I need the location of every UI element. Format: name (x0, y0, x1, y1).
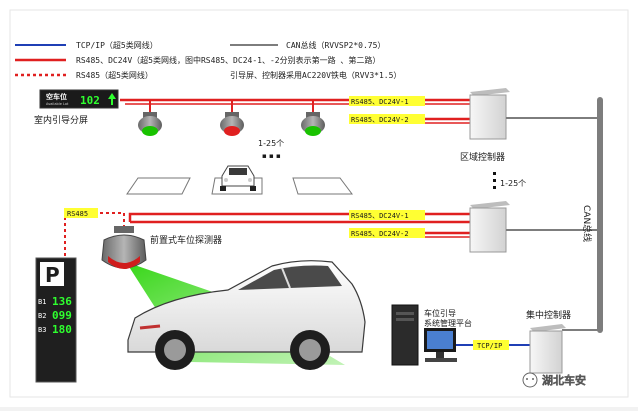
zone-controller-range: 1-25个 (500, 179, 526, 188)
indoor-screen-label: 空车位 (46, 92, 67, 101)
zone-controller-upper (469, 88, 510, 140)
indoor-screen-count: 102 (80, 94, 100, 107)
indoor-guide-screen: 空车位 Available Lot 102 室内引导分屏 (34, 89, 119, 126)
label-upper-2: RS485、DC24V-2 (351, 116, 409, 124)
outdoor-row-2-code: B2 (38, 312, 46, 320)
front-detector (101, 226, 147, 269)
wechat-icon (522, 372, 538, 388)
watermark-brand: 湖北车安 (542, 373, 586, 387)
sensor-ellipsis: ▪ ▪ ▪ (262, 152, 281, 160)
indoor-screen-body (39, 89, 119, 109)
parking-slots (126, 165, 353, 195)
front-detector-label: 前置式车位探测器 (150, 234, 222, 246)
legend-rs485-text: RS485（超5类网线） (76, 70, 153, 80)
label-lower-1: RS485、DC24V-1 (351, 212, 409, 220)
zone-controller-label: 区域控制器 (460, 151, 505, 163)
parked-car-icon (220, 165, 256, 191)
legend-tcp-text: TCP/IP（超5类网线） (76, 40, 158, 50)
bus-labels: RS485、DC24V-1 RS485、DC24V-2 RS485、DC24V-… (64, 96, 425, 238)
sensor-range-label: 1-25个 (258, 139, 284, 148)
can-bus-label: CAN总线 (581, 205, 593, 242)
legend-rs485-dc24v-text: RS485、DC24V（超5类网线，图中RS485、DC24-1、-2分别表示第… (76, 55, 380, 65)
can-bus (506, 97, 603, 333)
label-rs485: RS485 (67, 210, 88, 218)
overhead-sensor-1 (138, 112, 162, 136)
car-silhouette (127, 260, 366, 370)
outdoor-guide-screen: P B1 136 B2 099 B3 180 (35, 257, 77, 383)
parking-p-icon (40, 262, 64, 286)
pc-keyboard (425, 358, 457, 362)
arrow-up-icon (108, 93, 116, 105)
zone-controller-lower (469, 201, 510, 253)
central-controller-label: 集中控制器 (526, 309, 571, 321)
label-lower-2: RS485、DC24V-2 (351, 230, 409, 238)
legend-power-note: 引导屏、控制器采用AC220V铁电（RVV3*1.5） (230, 70, 401, 80)
management-pc (391, 304, 457, 366)
outdoor-row-2-count: 099 (52, 309, 72, 322)
indoor-screen-sublabel: Available Lot (46, 102, 69, 106)
watermark: 湖北车安 (522, 372, 586, 388)
outdoor-row-3-code: B3 (38, 326, 46, 334)
outdoor-row-3-count: 180 (52, 323, 72, 336)
overhead-sensor-3 (301, 112, 325, 136)
legend-can-text: CAN总线（RVVSP2*0.75） (286, 40, 385, 50)
legend: TCP/IP（超5类网线） CAN总线（RVVSP2*0.75） RS485、D… (15, 40, 401, 80)
overhead-sensor-2 (220, 112, 244, 136)
platform-label-1: 车位引导 (424, 308, 456, 318)
indoor-screen-caption: 室内引导分屏 (34, 114, 88, 126)
zone-dots (493, 172, 496, 189)
label-upper-1: RS485、DC24V-1 (351, 98, 409, 106)
platform-label-2: 系统管理平台 (424, 318, 472, 328)
tcp-label: TCP/IP (477, 342, 502, 350)
central-controller (529, 324, 566, 374)
outdoor-row-1-code: B1 (38, 298, 46, 306)
outdoor-row-1-count: 136 (52, 295, 72, 308)
parking-symbol: P (45, 263, 60, 287)
